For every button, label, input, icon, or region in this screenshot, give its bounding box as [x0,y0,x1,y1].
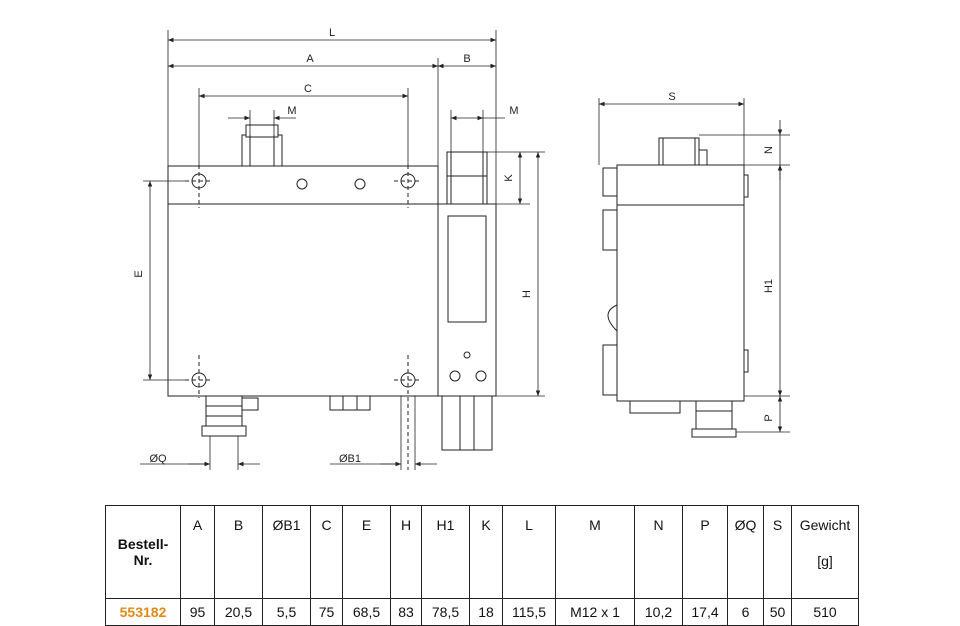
spec-header-row: Bestell- Nr. A B ØB1 C E H H1 K L M N P … [105,505,859,599]
dim-label-b1: ØB1 [339,453,361,465]
header-k: K [469,505,503,599]
value-b1: 5,5 [262,598,311,626]
header-s: S [763,505,792,599]
front-view [167,124,439,470]
value-c: 75 [310,598,343,626]
dim-label-l: L [329,27,335,39]
header-c: C [310,505,343,599]
dim-label-p: P [763,414,775,421]
dim-label-h: H [521,290,533,298]
value-q: 6 [727,598,764,626]
value-m: M12 x 1 [555,598,635,626]
spec-table: Bestell- Nr. A B ØB1 C E H H1 K L M N P … [105,505,859,626]
dim-label-k: K [503,174,515,182]
header-e: E [342,505,391,599]
dim-label-n: N [763,146,775,154]
dim-label-m-front: M [287,105,296,117]
header-order-no-text: Bestell- Nr. [117,536,169,568]
spec-value-row: 553182 95 20,5 5,5 75 68,5 83 78,5 18 11… [105,598,859,626]
value-k: 18 [469,598,503,626]
header-h: H [390,505,422,599]
value-h: 83 [390,598,422,626]
header-h1: H1 [421,505,470,599]
dimension-lines [140,30,790,470]
dim-label-e: E [133,270,145,277]
value-order-no: 553182 [105,598,181,626]
header-l: L [502,505,556,599]
technical-drawing: L A B C M M K H E ØQ ØB1 S N H1 P [133,27,790,470]
header-weight: Gewicht [g] [791,505,859,599]
header-weight-unit: [g] [817,553,833,569]
value-p: 17,4 [682,598,728,626]
header-weight-label: Gewicht [799,517,851,533]
value-weight: 510 [791,598,859,626]
dim-label-h1: H1 [763,279,775,293]
dim-label-c: C [304,83,312,95]
value-h1: 78,5 [421,598,470,626]
dim-label-s: S [668,91,675,103]
header-n: N [634,505,683,599]
header-b1: ØB1 [262,505,311,599]
dim-label-a: A [306,53,314,65]
header-a: A [180,505,215,599]
value-a: 95 [180,598,215,626]
header-order-no: Bestell- Nr. [105,505,181,599]
dim-label-m-side: M [509,105,518,117]
header-b: B [214,505,263,599]
header-q: ØQ [727,505,764,599]
value-l: 115,5 [502,598,556,626]
value-n: 10,2 [634,598,683,626]
header-m: M [555,505,635,599]
side-view [602,137,749,438]
dim-label-b: B [463,53,470,65]
dim-label-q: ØQ [149,453,167,465]
value-s: 50 [763,598,792,626]
value-e: 68,5 [342,598,391,626]
value-b: 20,5 [214,598,263,626]
side-column [437,151,497,451]
header-p: P [682,505,728,599]
